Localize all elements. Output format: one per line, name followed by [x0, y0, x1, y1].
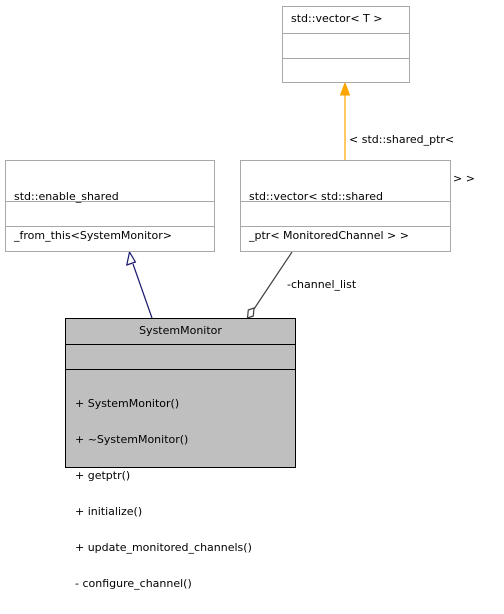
class-system-monitor-name-section: SystemMonitor: [66, 319, 295, 344]
class-vector-t-attributes: [283, 33, 409, 58]
class-enable-shared-name-line-2: _from_this<SystemMonitor>: [14, 229, 172, 242]
inheritance-arrowhead: [125, 250, 137, 266]
aggregation-diamond: [246, 307, 255, 319]
class-vector-shared-ptr-attributes: [241, 201, 450, 226]
class-vector-t-name-section: std::vector< T >: [283, 7, 409, 33]
class-system-monitor[interactable]: SystemMonitor + SystemMonitor() + ~Syste…: [65, 318, 296, 590]
method-initialize: + initialize(): [75, 505, 143, 518]
class-system-monitor-methods: + SystemMonitor() + ~SystemMonitor() + g…: [66, 369, 295, 590]
class-vector-t[interactable]: std::vector< T >: [282, 6, 410, 83]
method-destructor: + ~SystemMonitor(): [75, 433, 189, 446]
class-vector-shared-ptr-name-line-2: _ptr< MonitoredChannel > >: [249, 229, 409, 242]
class-vector-shared-ptr-name-section: std::vector< std::shared _ptr< Monitored…: [241, 161, 450, 242]
class-vector-shared-ptr[interactable]: std::vector< std::shared _ptr< Monitored…: [240, 160, 451, 252]
class-vector-shared-ptr-name: std::vector< std::shared _ptr< Monitored…: [241, 161, 450, 268]
aggregation-label: -channel_list: [287, 278, 357, 291]
class-enable-shared-name-line-1: std::enable_shared: [14, 190, 119, 203]
aggregation-edge: [253, 251, 293, 310]
template-binding-label-line-1: < std::shared_ptr<: [349, 133, 455, 146]
class-vector-shared-ptr-methods: [241, 226, 450, 251]
class-system-monitor-name: SystemMonitor: [139, 324, 222, 337]
class-enable-shared-methods: [6, 226, 214, 251]
class-vector-shared-ptr-name-line-1: std::vector< std::shared: [249, 190, 383, 203]
edges-layer: [125, 81, 351, 319]
class-enable-shared-name: std::enable_shared _from_this<SystemMoni…: [6, 161, 214, 268]
inheritance-edge: [132, 263, 153, 319]
method-getptr: + getptr(): [75, 469, 131, 482]
class-enable-shared-from-this[interactable]: std::enable_shared _from_this<SystemMoni…: [5, 160, 215, 252]
method-constructor: + SystemMonitor(): [75, 397, 180, 410]
method-configure-channel: - configure_channel(): [75, 577, 192, 590]
class-enable-shared-attributes: [6, 201, 214, 226]
template-binding-arrowhead: [339, 81, 351, 96]
class-system-monitor-attributes: [66, 344, 295, 369]
class-enable-shared-name-section: std::enable_shared _from_this<SystemMoni…: [6, 161, 214, 242]
method-update-monitored-channels: + update_monitored_channels(): [75, 541, 252, 554]
class-vector-t-name: std::vector< T >: [291, 12, 383, 25]
class-vector-t-methods: [283, 58, 409, 82]
